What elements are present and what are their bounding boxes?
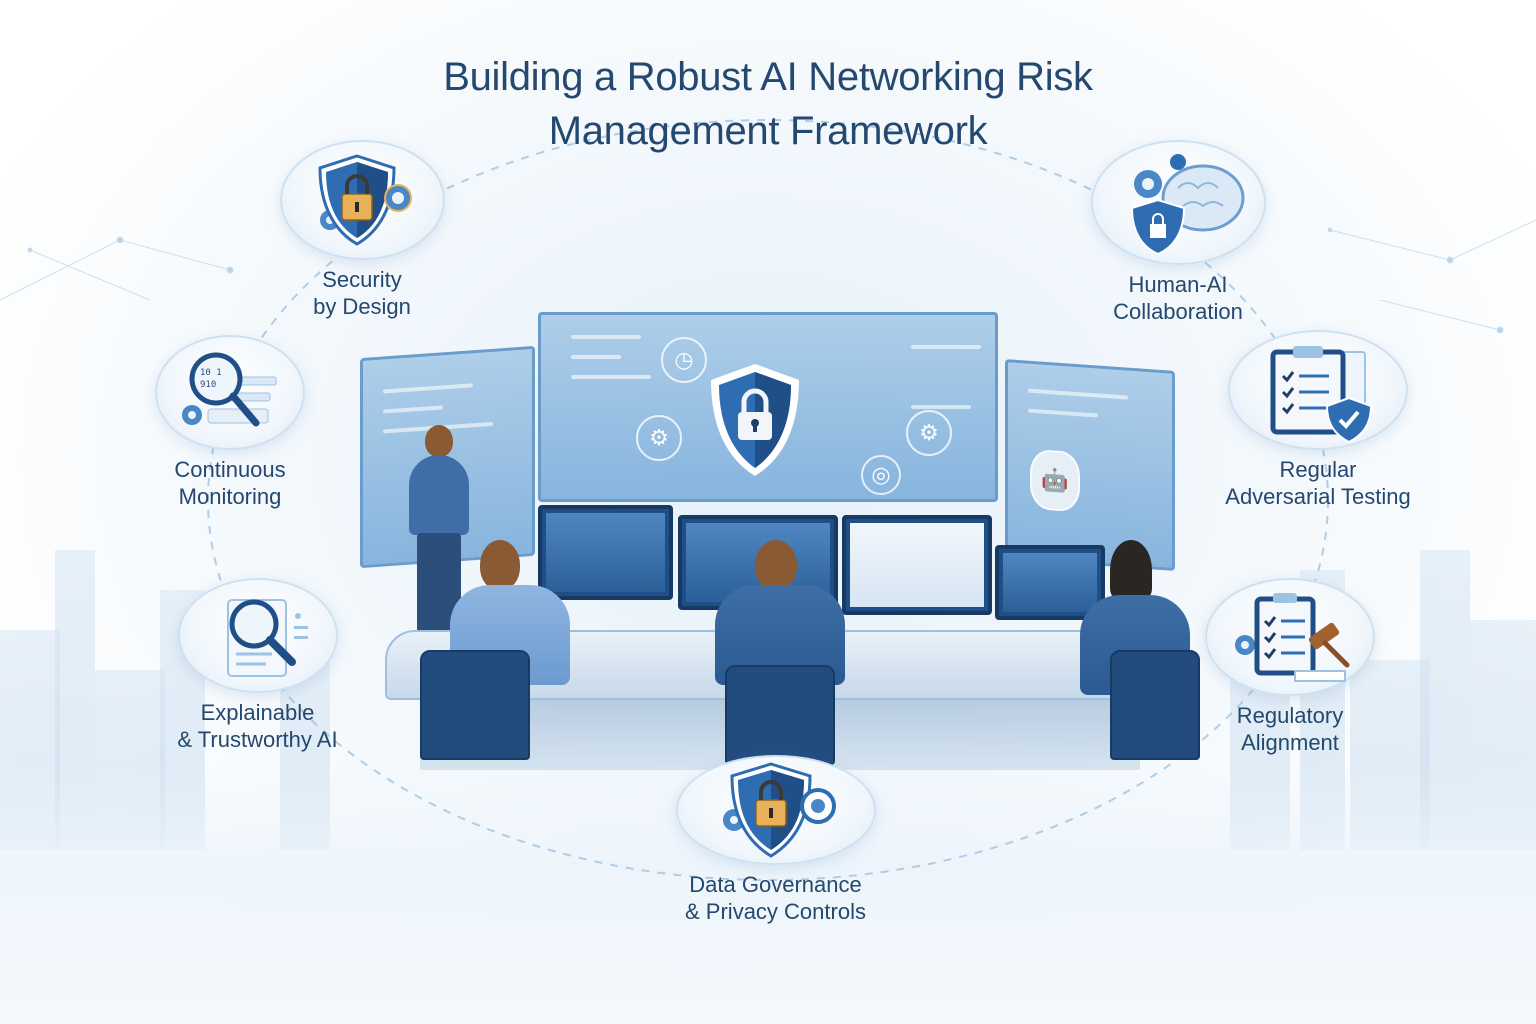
feature-regulatory-alignment: Regulatory Alignment [1185,578,1395,756]
feature-explainable-trustworthy-ai: Explainable & Trustworthy AI [150,578,365,753]
feature-label: Data Governance & Privacy Controls [685,872,866,924]
feature-label: Regular Adversarial Testing [1225,457,1411,509]
gear-icon: ⚙ [636,415,682,461]
chair [725,665,835,765]
presenter-figure [395,425,485,635]
user-search-icon: ◎ [861,455,901,495]
chair [1110,650,1200,760]
brain-shield-gear-icon [1130,153,1245,255]
feature-continuous-monitoring: 10 1 910 Continuous Monitoring [135,335,325,510]
feature-bubble: 10 1 910 [155,335,305,450]
feature-label: Human-AI Collaboration [1113,272,1243,324]
shield-lock-icon [711,364,799,476]
document-magnifier-icon [226,598,308,677]
magnifier-data-icon: 10 1 910 [182,352,277,426]
checklist-shield-icon [1270,345,1373,443]
chair [420,650,530,760]
clock-icon: ◷ [661,337,707,383]
monitor [995,545,1105,620]
security-operations-center-illustration: ◷ ⚙ ⚙ ◎ 🤖 [360,300,1200,770]
title-line-2: Management Framework [548,109,988,153]
feature-bubble [279,140,445,260]
title-line-1: Building a Robust AI Networking Risk [443,55,1093,99]
feature-label: Regulatory Alignment [1236,703,1344,755]
gear-icon: ⚙ [906,410,952,456]
robot-icon: 🤖 [1030,448,1080,513]
feature-bubble [1205,578,1375,696]
monitor [842,515,992,615]
svg-text:10 1: 10 1 [200,368,222,378]
feature-regular-adversarial-testing: Regular Adversarial Testing [1198,330,1438,510]
feature-bubble [177,578,338,693]
shield-lock-gear-icon [722,762,836,858]
feature-data-governance-privacy-controls: Data Governance & Privacy Controls [653,755,898,925]
monitor [538,505,673,600]
shield-lock-gear-icon [318,154,412,246]
checklist-gavel-icon [1235,592,1350,682]
feature-security-by-design: Security by Design [262,140,462,320]
feature-label: Security by Design [313,267,411,319]
feature-bubble [1228,330,1408,450]
feature-bubble [1090,140,1266,265]
feature-human-ai-collaboration: Human-AI Collaboration [1078,140,1278,325]
svg-text:910: 910 [200,380,216,390]
feature-label: Continuous Monitoring [174,457,286,509]
feature-label: Explainable & Trustworthy AI [177,700,338,752]
page-title: Building a Robust AI Networking Risk Man… [0,50,1536,158]
feature-bubble [675,755,876,865]
